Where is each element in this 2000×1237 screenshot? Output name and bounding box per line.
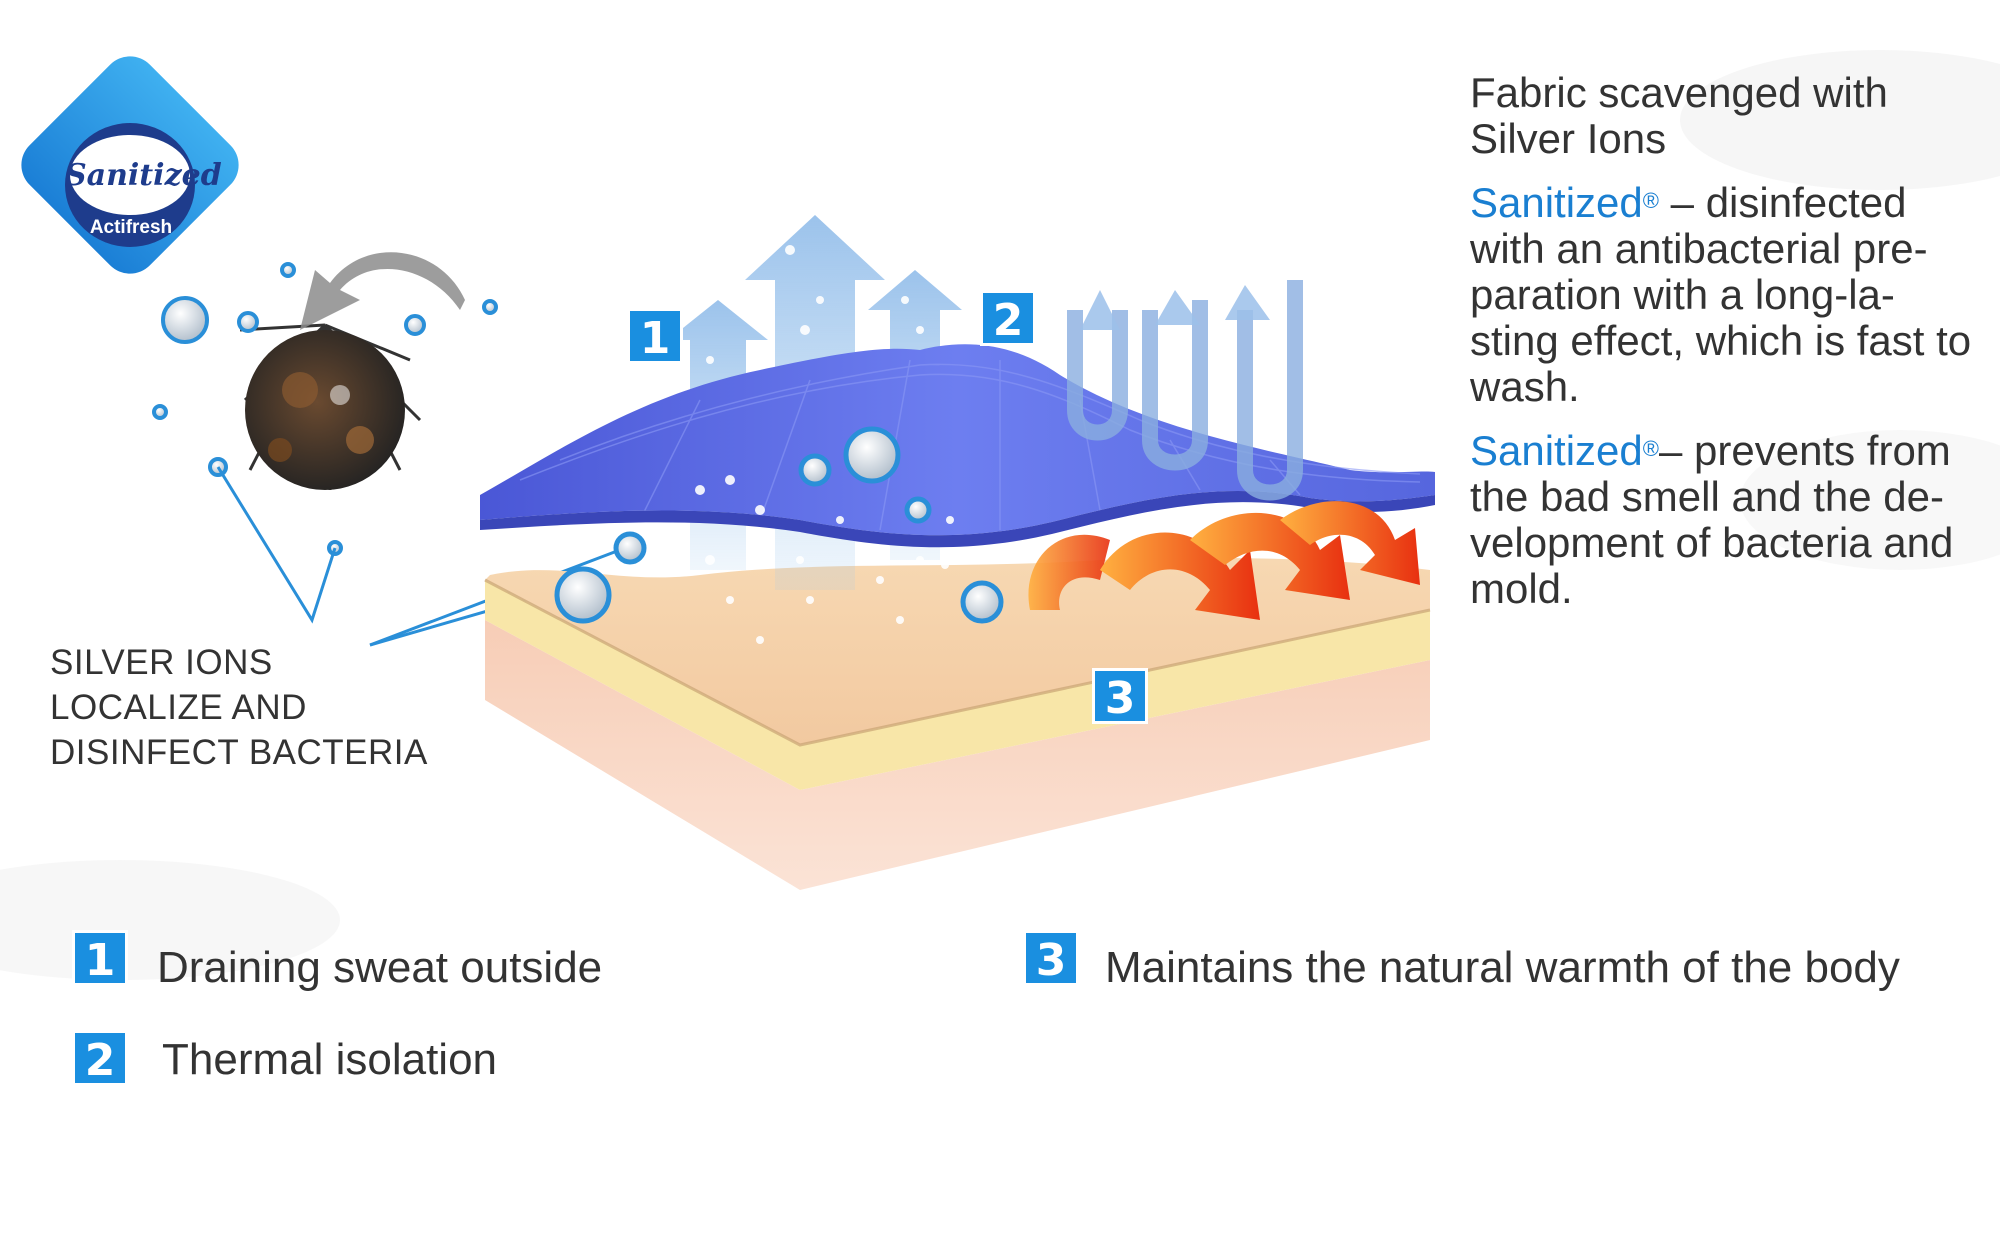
legend-badge-3: 3 [1023,930,1079,986]
legend-badge-2: 2 [72,1030,128,1086]
silver-ions-caption: SILVER IONS LOCALIZE AND DISINFECT BACTE… [50,640,428,775]
paragraph-text: – disinfected with an antibacterial pre-… [1470,179,1972,410]
logo-subtitle: Actifresh [89,217,173,238]
caption-line: DISINFECT BACTERIA [50,733,428,772]
description-paragraph-2: Sanitized®– prevents from the bad smell … [1470,428,1980,612]
caption-line: LOCALIZE AND [50,688,307,727]
legend-label-2: Thermal isolation [162,1035,498,1084]
brand-name: Sanitized [1470,179,1643,226]
logo-brand: Sanitized [65,158,222,193]
description-intro: Fabric scavenged with Silver Ions [1470,69,1888,162]
paragraph-text: – prevents from the bad smell and the de… [1470,427,1954,612]
registered-mark: ® [1642,436,1659,461]
sanitized-logo-shape [21,56,239,274]
legend-label-1: Draining sweat outside [157,943,603,992]
diagram-badge-3: 3 [1092,668,1148,724]
caption-line: SILVER IONS [50,643,273,682]
diagram-badge-2: 2 [980,290,1036,346]
heat-arrows [1028,501,1420,620]
thermal-arrows [1067,280,1303,501]
skin-layers [484,558,1431,890]
registered-mark: ® [1642,188,1659,213]
legend-badge-1: 1 [72,930,128,986]
description-block: Fabric scavenged with Silver Ions Saniti… [1470,70,1980,630]
diagram-badge-1: 1 [627,308,683,364]
bacteria-illustration [239,252,465,491]
legend-label-3: Maintains the natural warmth of the body [1105,943,1900,992]
description-paragraph-1: Sanitized® – disinfected with an antibac… [1470,180,1980,410]
brand-name: Sanitized [1470,427,1643,474]
